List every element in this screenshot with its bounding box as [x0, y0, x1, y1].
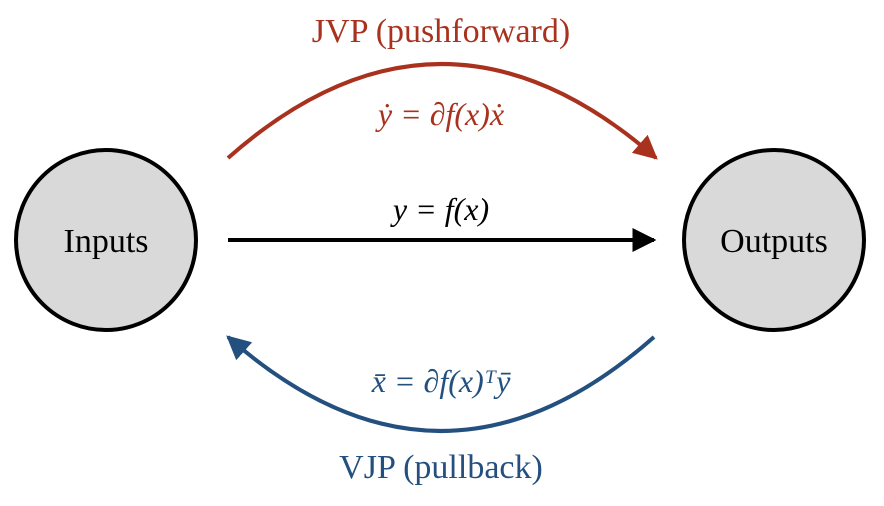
outputs-label: Outputs	[720, 223, 828, 260]
vjp-equation: x̄ = ∂f(x)ᵀȳ	[371, 363, 511, 399]
jvp-title: JVP (pushforward)	[312, 13, 570, 50]
outputs-node: Outputs	[682, 148, 866, 332]
vjp-title: VJP (pullback)	[339, 449, 543, 486]
jvp-equation: ẏ = ∂f(x)ẋ	[375, 96, 505, 132]
inputs-label: Inputs	[64, 223, 149, 260]
inputs-circle	[14, 148, 198, 332]
inputs-node: Inputs	[14, 148, 198, 332]
forward-equation: y = f(x)	[390, 191, 489, 227]
jvp-arrow	[226, 62, 658, 160]
vjp-arrow	[226, 335, 656, 433]
outputs-circle	[682, 148, 866, 332]
